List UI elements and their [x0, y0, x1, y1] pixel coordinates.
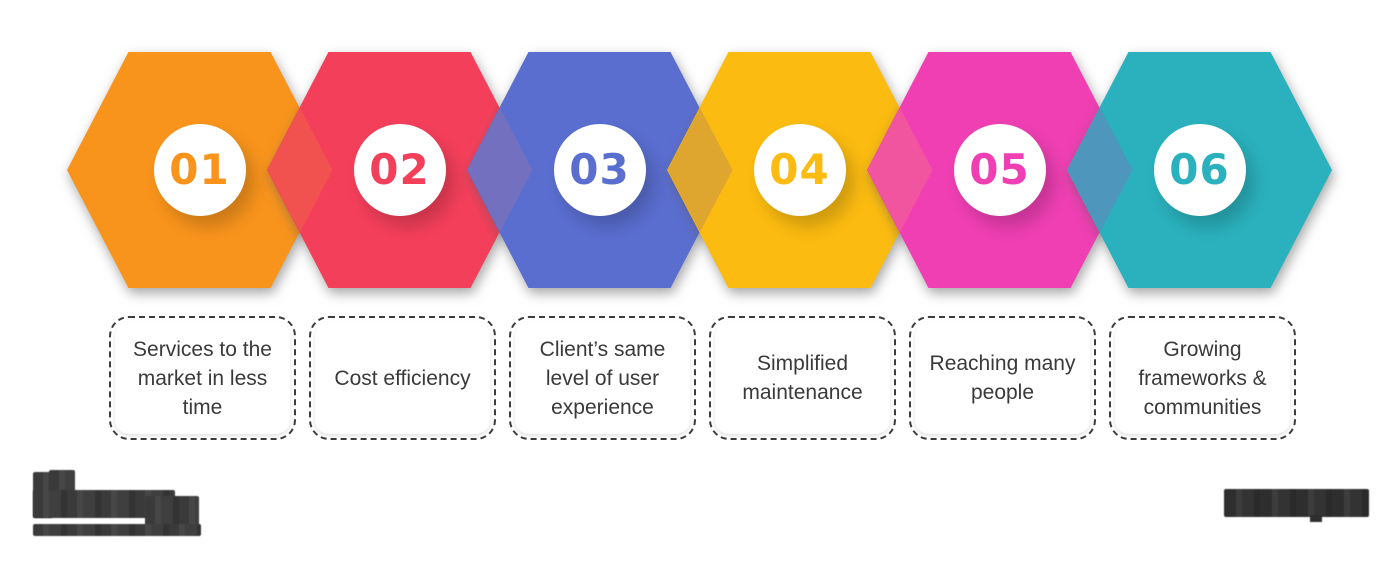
step-number-circle: 05 [953, 124, 1046, 216]
redacted-logo-tagline [33, 524, 201, 536]
redacted-logo-block [49, 470, 75, 492]
step-number: 03 [569, 144, 630, 194]
step-number-circle: 04 [753, 124, 846, 216]
step-number-circle: 06 [1153, 124, 1246, 216]
step-number-circle: 02 [353, 124, 446, 216]
step-card-02: Cost efficiency [309, 316, 496, 440]
step-label: Cost efficiency [334, 366, 471, 390]
step-card-04: Simplified maintenance [709, 316, 896, 440]
step-card-06: Growing frameworks & communities [1109, 316, 1296, 440]
step-label: Services to the market in less time [133, 337, 272, 419]
step-number: 02 [369, 144, 430, 194]
step-card-05: Reaching many people [909, 316, 1096, 440]
step-number: 01 [169, 144, 230, 194]
step-card-01: Services to the market in less time [109, 316, 296, 440]
redacted-watermark [1224, 489, 1369, 522]
step-label: Reaching many people [929, 352, 1076, 404]
step-label: Simplified maintenance [742, 352, 863, 404]
step-label: Growing frameworks & communities [1138, 337, 1267, 419]
hexagon-row: 01 02 03 04 05 [67, 52, 1332, 288]
step-card-03: Client’s same level of user experience [509, 316, 696, 440]
card-row: Services to the market in less time Cost… [109, 316, 1296, 440]
step-number: 06 [1169, 144, 1230, 194]
step-number: 04 [769, 144, 830, 194]
step-number-circle: 01 [153, 124, 246, 216]
step-label: Client’s same level of user experience [539, 337, 666, 419]
step-number-circle: 03 [553, 124, 646, 216]
step-number: 05 [969, 144, 1030, 194]
redacted-logo [33, 470, 203, 538]
